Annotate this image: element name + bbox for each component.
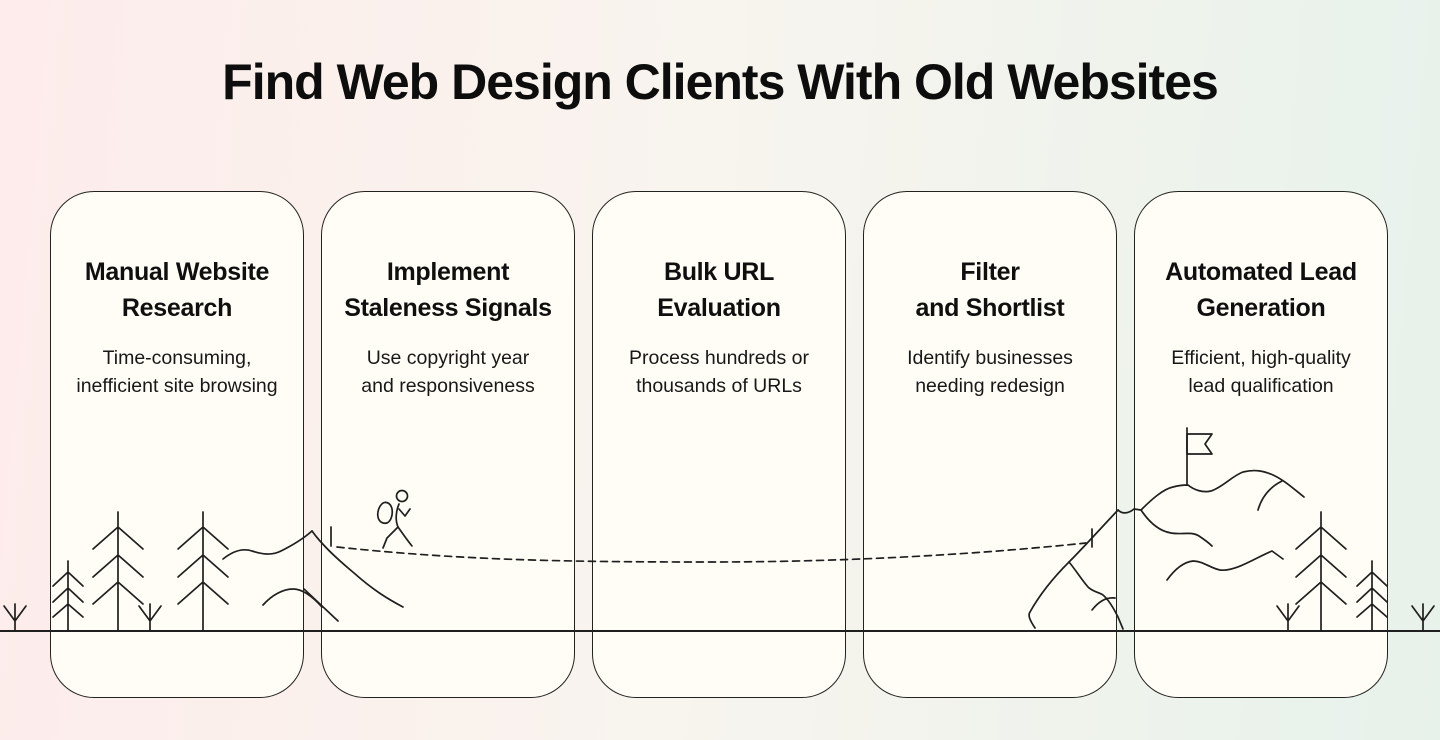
card-desc-line: Identify businesses bbox=[907, 347, 1073, 369]
card-description: Use copyright year and responsiveness bbox=[322, 345, 574, 400]
card-title-line: Automated Lead bbox=[1165, 258, 1357, 286]
card-desc-line: Use copyright year bbox=[366, 347, 530, 369]
card-title: Manual Website Research bbox=[51, 254, 303, 326]
card-description: Efficient, high-quality lead qualificati… bbox=[1135, 345, 1387, 400]
card-title: Implement Staleness Signals bbox=[322, 254, 574, 326]
card-manual-website-research: Manual Website Research Time-consuming, … bbox=[50, 191, 304, 698]
card-desc-line: lead qualification bbox=[1188, 374, 1334, 397]
card-description: Time-consuming, inefficient site browsin… bbox=[51, 345, 303, 400]
card-title-line: Filter bbox=[960, 258, 1020, 286]
card-desc-line: thousands of URLs bbox=[636, 374, 802, 397]
card-title: Filter and Shortlist bbox=[864, 254, 1116, 326]
card-desc-line: inefficient site browsing bbox=[76, 374, 278, 397]
card-desc-line: Time-consuming, bbox=[102, 347, 252, 369]
card-desc-line: Process hundreds or bbox=[629, 347, 809, 369]
card-title-line: and Shortlist bbox=[915, 294, 1065, 322]
card-desc-line: needing redesign bbox=[915, 374, 1065, 397]
card-title-line: Evaluation bbox=[657, 294, 781, 322]
card-automated-lead-generation: Automated Lead Generation Efficient, hig… bbox=[1134, 191, 1388, 698]
card-description: Identify businesses needing redesign bbox=[864, 345, 1116, 400]
card-title-line: Research bbox=[121, 294, 233, 322]
card-description: Process hundreds or thousands of URLs bbox=[593, 345, 845, 400]
card-desc-line: Efficient, high-quality bbox=[1171, 347, 1351, 369]
card-bulk-url-evaluation: Bulk URL Evaluation Process hundreds or … bbox=[592, 191, 846, 698]
sprout-icon bbox=[1411, 603, 1435, 632]
card-title-line: Generation bbox=[1196, 294, 1326, 322]
page-title: Find Web Design Clients With Old Website… bbox=[222, 54, 1219, 110]
steps-row: Manual Website Research Time-consuming, … bbox=[50, 191, 1388, 698]
card-desc-line: and responsiveness bbox=[361, 374, 535, 397]
card-filter-and-shortlist: Filter and Shortlist Identify businesses… bbox=[863, 191, 1117, 698]
sprout-icon bbox=[3, 603, 27, 632]
card-title-line: Implement bbox=[386, 258, 510, 286]
card-title-line: Manual Website bbox=[84, 258, 270, 286]
card-title: Automated Lead Generation bbox=[1135, 254, 1387, 326]
card-title-line: Staleness Signals bbox=[344, 294, 552, 322]
card-title-line: Bulk URL bbox=[663, 258, 775, 286]
card-implement-staleness-signals: Implement Staleness Signals Use copyrigh… bbox=[321, 191, 575, 698]
card-title: Bulk URL Evaluation bbox=[593, 254, 845, 326]
